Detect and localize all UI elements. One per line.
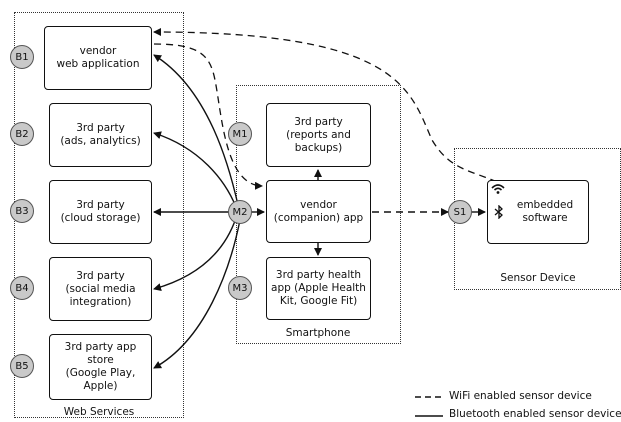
bluetooth-icon [494, 205, 503, 219]
node-b2: B2 [10, 122, 34, 146]
legend-wifi-line [415, 396, 443, 398]
node-b1: B1 [10, 45, 34, 69]
node-m1: M1 [228, 122, 252, 146]
edge-m2-b5 [153, 219, 241, 369]
legend-bluetooth-label: Bluetooth enabled sensor device [449, 408, 621, 420]
node-m2: M2 [228, 200, 252, 224]
smartphone-label: Smartphone [285, 327, 351, 339]
third-party-app-store-box: 3rd party app store (Google Play, Apple) [49, 334, 152, 400]
sensor-device-label: Sensor Device [500, 272, 576, 284]
node-b4: B4 [10, 276, 34, 300]
web-services-label: Web Services [63, 406, 135, 418]
node-b5: B5 [10, 354, 34, 378]
edge-m2-b4 [153, 217, 237, 291]
vendor-companion-app-box: vendor (companion) app [266, 180, 371, 243]
legend-bluetooth-line [415, 415, 443, 417]
embedded-software-box: embedded software [487, 180, 589, 244]
third-party-ads-analytics-box: 3rd party (ads, analytics) [49, 103, 152, 167]
third-party-social-media-box: 3rd party (social media integration) [49, 257, 152, 321]
node-s1: S1 [448, 200, 472, 224]
edge-embedded-b1-dashed [153, 28, 498, 183]
node-m3: M3 [228, 276, 252, 300]
legend-wifi-label: WiFi enabled sensor device [449, 390, 592, 402]
wifi-icon [491, 184, 505, 194]
third-party-reports-backups-box: 3rd party (reports and backups) [266, 103, 371, 167]
third-party-cloud-storage-box: 3rd party (cloud storage) [49, 180, 152, 244]
edge-b1-app-dashed [153, 43, 263, 190]
node-b3: B3 [10, 199, 34, 223]
edge-m2-b1 [153, 54, 239, 206]
edge-m2-b2 [153, 131, 237, 208]
vendor-web-application-box: vendor web application [44, 26, 152, 90]
third-party-health-app-box: 3rd party health app (Apple Health Kit, … [266, 257, 371, 320]
